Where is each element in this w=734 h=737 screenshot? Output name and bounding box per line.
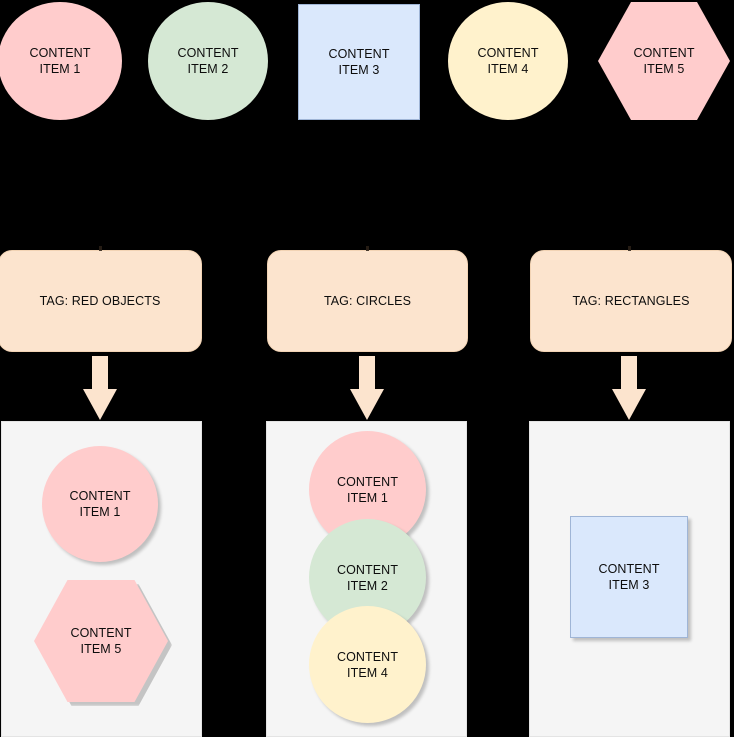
group-member-item-1-circles-label: CONTENT ITEM 1 <box>336 474 399 505</box>
source-shape-item-1-label: CONTENT ITEM 1 <box>29 46 91 76</box>
source-shape-item-2[interactable]: CONTENT ITEM 2 <box>148 2 268 120</box>
group-member-item-5-red[interactable]: CONTENT ITEM 5 <box>34 580 172 706</box>
tag-connector-stub-red-objects <box>99 246 102 251</box>
group-member-item-2-circles-label: CONTENT ITEM 2 <box>336 562 399 593</box>
tag-box-red-objects-label: TAG: RED OBJECTS <box>39 294 161 308</box>
source-shape-item-4-label: CONTENT ITEM 4 <box>477 46 539 76</box>
tag-box-circles[interactable]: TAG: CIRCLES <box>267 250 468 352</box>
group-member-item-1-red-label: CONTENT ITEM 1 <box>69 489 131 519</box>
tag-box-rectangles-label: TAG: RECTANGLES <box>572 294 690 308</box>
arrow-head <box>83 389 117 420</box>
group-member-item-3-rectangles[interactable]: CONTENT ITEM 3 <box>570 516 688 638</box>
source-shape-item-3[interactable]: CONTENT ITEM 3 <box>298 4 420 120</box>
source-shape-item-1[interactable]: CONTENT ITEM 1 <box>0 2 122 120</box>
arrow-head <box>350 389 384 420</box>
group-member-item-3-rectangles-label: CONTENT ITEM 3 <box>598 562 660 592</box>
tag-box-circles-label: TAG: CIRCLES <box>323 294 412 308</box>
tag-connector-stub-rectangles <box>628 246 631 251</box>
tag-connector-stub-circles <box>366 246 369 251</box>
source-shape-item-3-label: CONTENT ITEM 3 <box>328 47 390 77</box>
arrow-shaft <box>359 356 375 390</box>
tag-box-red-objects[interactable]: TAG: RED OBJECTS <box>0 250 202 352</box>
source-shape-item-5[interactable]: CONTENT ITEM 5 <box>598 2 730 120</box>
group-member-item-4-circles[interactable]: CONTENT ITEM 4 <box>309 606 426 723</box>
arrow-down-red-objects <box>83 356 117 420</box>
arrow-down-circles <box>350 356 384 420</box>
source-shape-item-2-label: CONTENT ITEM 2 <box>177 46 239 76</box>
source-shape-item-4[interactable]: CONTENT ITEM 4 <box>448 2 568 120</box>
source-shape-item-5-label: CONTENT ITEM 5 <box>633 46 695 76</box>
group-member-item-4-circles-label: CONTENT ITEM 4 <box>336 649 399 680</box>
arrow-shaft <box>621 356 637 390</box>
tag-box-rectangles[interactable]: TAG: RECTANGLES <box>530 250 732 352</box>
arrow-shaft <box>92 356 108 390</box>
arrow-down-rectangles <box>612 356 646 420</box>
group-member-item-1-red[interactable]: CONTENT ITEM 1 <box>42 446 158 562</box>
arrow-head <box>612 389 646 420</box>
